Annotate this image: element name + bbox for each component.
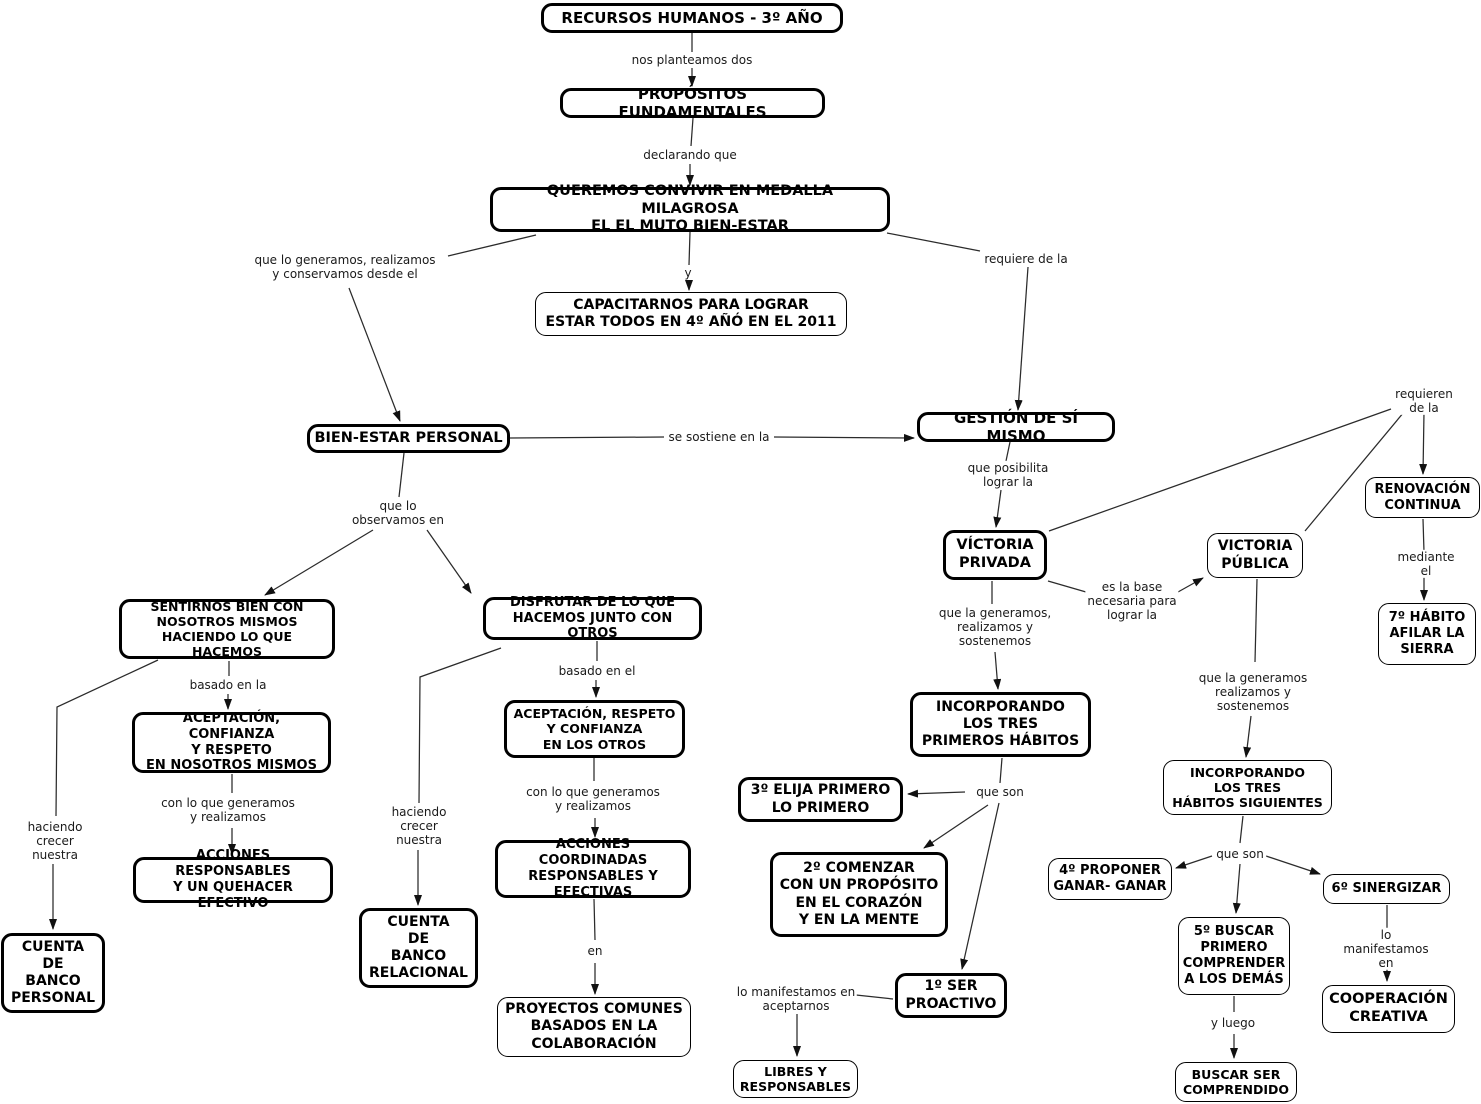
node-gestion[interactable]: GESTIÓN DE SÍ MISMO xyxy=(917,409,1115,445)
connector-line xyxy=(1254,578,1258,663)
edge-label-con_lo_que_2: con lo que generamos y realizamos xyxy=(524,784,662,814)
edge-label-lo_manifestamos_1: lo manifestamos en aceptarnos xyxy=(734,984,858,1014)
connector-line xyxy=(398,452,405,498)
node-buscar5[interactable]: 5º BUSCAR PRIMERO COMPRENDER A LOS DEMÁS xyxy=(1178,917,1290,995)
connector-line xyxy=(688,231,691,266)
connector-line xyxy=(690,117,694,147)
connector-line xyxy=(1048,408,1392,532)
edge-label-que_son_1: que son xyxy=(974,784,1026,800)
connector-line xyxy=(593,898,596,941)
node-capacitarnos[interactable]: CAPACITARNOS PARA LOGRAR ESTAR TODOS EN … xyxy=(535,292,847,336)
connector-arrow xyxy=(993,651,1002,690)
edge-label-que_son_2: que son xyxy=(1214,846,1266,862)
node-renovacion[interactable]: RENOVACIÓN CONTINUA xyxy=(1365,477,1480,518)
edge-label-que_la_generamos_1: que la generamos, realizamos y sostenemo… xyxy=(936,605,1054,649)
node-proyectos[interactable]: PROYECTOS COMUNES BASADOS EN LA COLABORA… xyxy=(497,997,691,1057)
connector-line xyxy=(1304,411,1405,532)
node-libres[interactable]: LIBRES Y RESPONSABLES xyxy=(733,1060,858,1098)
connector-line xyxy=(1047,580,1087,593)
edge-label-basado_en_el: basado en el xyxy=(556,663,638,679)
node-elija3[interactable]: 3º ELIJA PRIMERO LO PRIMERO xyxy=(738,777,903,822)
connector-arrow xyxy=(1177,577,1204,593)
edge-label-se_sostiene: se sostiene en la xyxy=(666,429,772,445)
connector-line xyxy=(509,436,665,439)
node-cuenta_personal[interactable]: CUENTA DE BANCO PERSONAL xyxy=(1,933,105,1013)
node-habito7[interactable]: 7º HÁBITO AFILAR LA SIERRA xyxy=(1378,603,1476,665)
edge-label-requieren: requieren de la xyxy=(1393,386,1455,416)
node-propositos[interactable]: PROPÓSITOS FUNDAMENTALES xyxy=(560,85,825,121)
connector-line xyxy=(886,232,981,252)
node-aceptacion_respeto[interactable]: ACEPTACIÓN, RESPETO Y CONFIANZA EN LOS O… xyxy=(504,700,685,758)
connector-line xyxy=(1005,441,1011,462)
edge-label-nos_planteamos: nos planteamos dos xyxy=(629,52,755,68)
connector-line xyxy=(418,647,502,804)
edge-label-es_la_base: es la base necesaria para lograr la xyxy=(1085,579,1179,623)
node-buscar_ser[interactable]: BUSCAR SER COMPRENDIDO xyxy=(1175,1062,1297,1102)
node-victoria_publica[interactable]: VICTORIA PÚBLICA xyxy=(1207,533,1303,578)
connector-arrow xyxy=(1419,411,1428,475)
edge-label-que_lo_observamos: que lo observamos en xyxy=(349,498,447,528)
connector-arrow xyxy=(923,804,989,849)
connector-line xyxy=(999,757,1003,784)
connector-line xyxy=(447,234,537,257)
edge-label-que_la_generamos_2: que la generamos realizamos y sostenemos xyxy=(1196,670,1310,714)
edge-label-haciendo_1: haciendo crecer nuestra xyxy=(25,819,85,863)
node-acciones_responsables[interactable]: ACCIONES RESPONSABLES Y UN QUEHACER EFEC… xyxy=(133,848,333,911)
edge-label-basado_en_la: basado en la xyxy=(187,677,269,693)
node-comenzar2[interactable]: 2º COMENZAR CON UN PROPÓSITO EN EL CORAZ… xyxy=(770,852,948,937)
edge-label-con_lo_que_1: con lo que generamos y realizamos xyxy=(159,795,297,825)
node-proponer4[interactable]: 4º PROPONER GANAR- GANAR xyxy=(1048,858,1172,900)
connector-arrow xyxy=(1265,855,1321,875)
node-incorporando_siguientes[interactable]: INCORPORANDO LOS TRES HÁBITOS SIGUIENTES xyxy=(1163,760,1332,815)
edge-label-y_luego: y luego xyxy=(1208,1015,1258,1031)
connector-line xyxy=(1422,518,1425,553)
node-sentirnos[interactable]: SENTIRNOS BIEN CON NOSOTROS MISMOS HACIE… xyxy=(119,599,335,659)
node-incorporando_primeros[interactable]: INCORPORANDO LOS TRES PRIMEROS HÁBITOS xyxy=(910,692,1091,757)
node-recursos[interactable]: RECURSOS HUMANOS - 3º AÑO xyxy=(541,3,843,33)
node-acciones_coordinadas[interactable]: ACCIONES COORDINADAS RESPONSABLES Y EFEC… xyxy=(495,837,691,900)
node-sinergizar6[interactable]: 6º SINERGIZAR xyxy=(1323,874,1450,904)
connector-line xyxy=(55,659,159,817)
edge-label-requiere: requiere de la xyxy=(982,251,1070,267)
connector-arrow xyxy=(348,287,401,422)
node-cuenta_relacional[interactable]: CUENTA DE BANCO RELACIONAL xyxy=(359,908,478,988)
edge-label-que_lo_generamos: que lo generamos, realizamos y conservam… xyxy=(252,252,438,282)
connector-arrow xyxy=(960,802,1000,970)
edge-label-haciendo_2: haciendo crecer nuestra xyxy=(389,804,449,848)
node-bienestar[interactable]: BIEN-ESTAR PERSONAL xyxy=(307,424,510,453)
edge-label-que_posibilita: que posibilita lograr la xyxy=(965,460,1051,490)
connector-line xyxy=(1239,815,1244,844)
node-aceptacion_confianza[interactable]: ACEPTACIÓN, CONFIANZA Y RESPETO EN NOSOT… xyxy=(132,711,331,773)
connector-arrow xyxy=(264,529,374,596)
edge-label-en: en xyxy=(585,943,605,959)
edge-label-mediante: mediante el xyxy=(1395,549,1457,579)
connector-arrow xyxy=(1232,863,1241,914)
edge-label-y: y xyxy=(682,265,694,281)
node-disfrutar[interactable]: DISFRUTAR DE LO QUE HACEMOS JUNTO CON OT… xyxy=(483,595,702,641)
connector-arrow xyxy=(907,789,966,798)
connector-arrow xyxy=(1175,855,1213,869)
node-victoria_privada[interactable]: VÍCTORIA PRIVADA xyxy=(943,530,1047,580)
node-cooperacion[interactable]: COOPERACIÓN CREATIVA xyxy=(1322,985,1455,1033)
connector-line xyxy=(855,994,894,1000)
node-proactivo1[interactable]: 1º SER PROACTIVO xyxy=(895,973,1007,1018)
connector-arrow xyxy=(773,433,915,442)
connector-arrow xyxy=(426,529,472,594)
connector-arrow xyxy=(1243,715,1252,758)
edge-label-declarando: declarando que xyxy=(641,147,739,163)
connector-arrow xyxy=(993,489,1002,528)
edge-label-lo_manifestamos_2: lo manifestamos en xyxy=(1338,927,1434,971)
connector-arrow xyxy=(1014,266,1029,411)
node-queremos[interactable]: QUEREMOS CONVIVIR EN MEDALLA MILAGROSA E… xyxy=(490,183,890,234)
